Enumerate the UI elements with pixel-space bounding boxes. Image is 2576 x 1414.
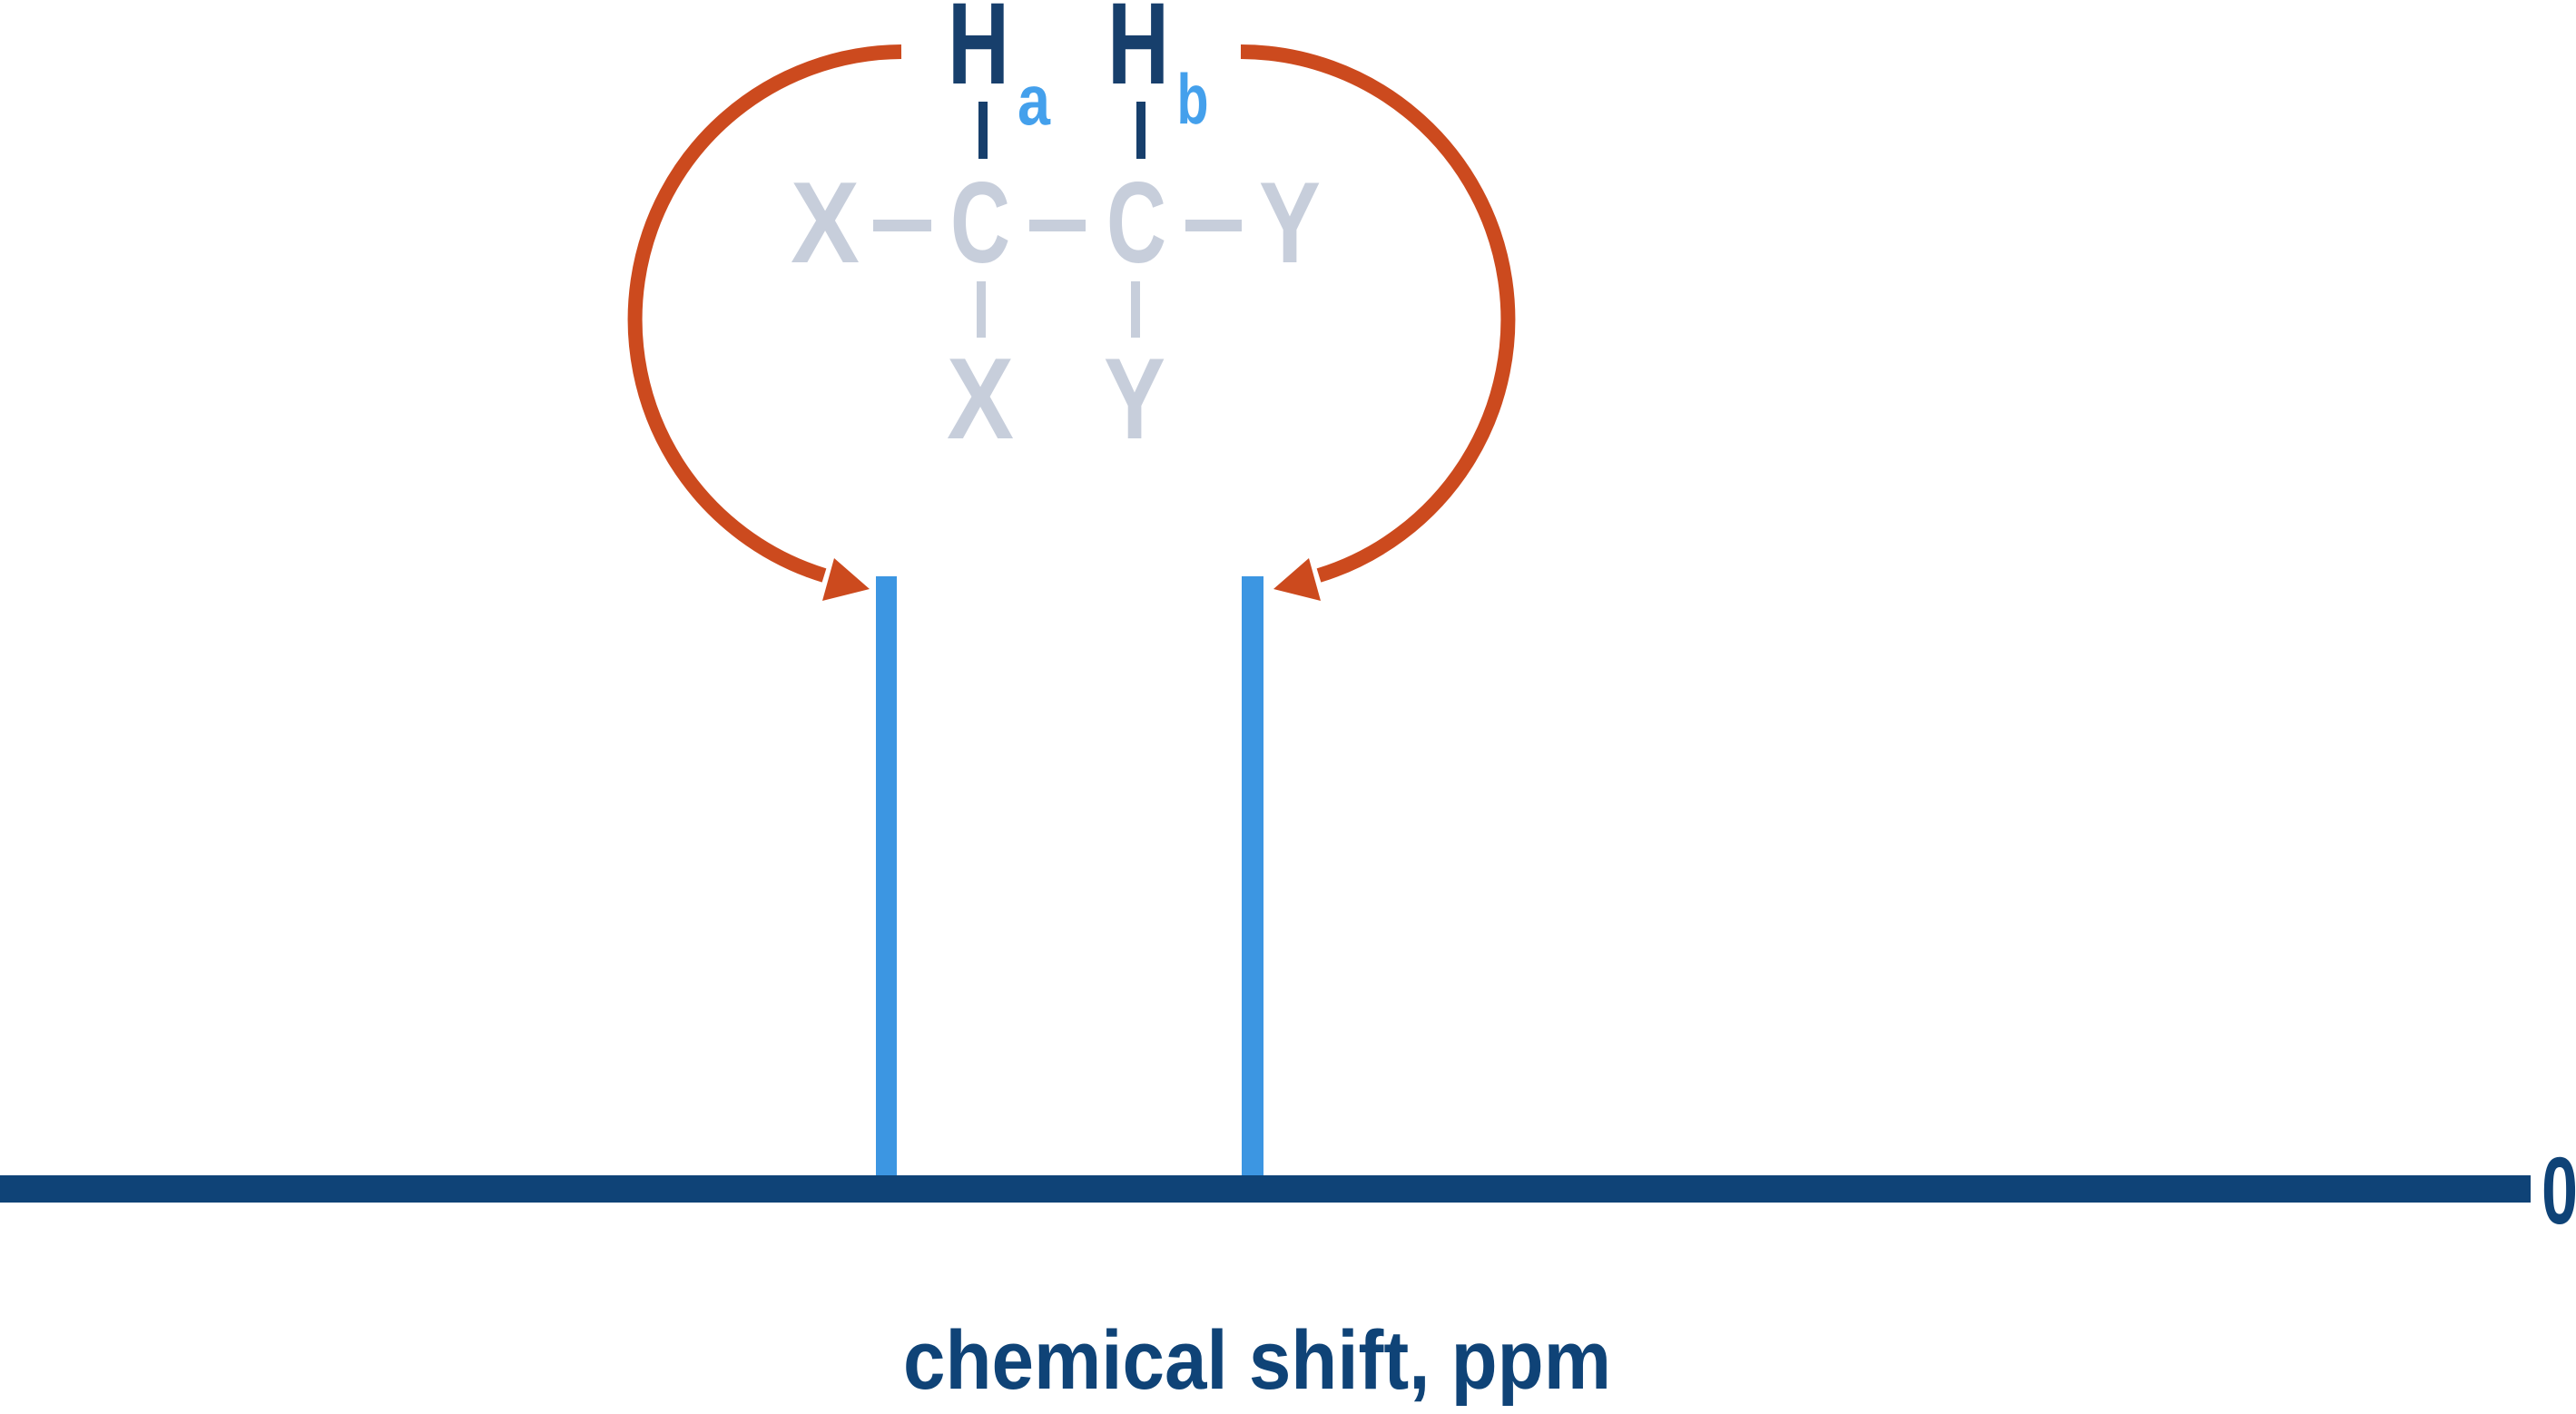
bond-c2-y-bottom: [1131, 281, 1140, 338]
bond-x-c1: [873, 220, 931, 231]
bond-hb-c2: [1136, 102, 1145, 159]
proton-a-subscript: a: [1018, 60, 1051, 140]
spectrum-baseline: [0, 1175, 2531, 1203]
proton-a-symbol: H: [948, 0, 1009, 109]
peak-hb: [1242, 576, 1263, 1175]
backbone-x: X: [791, 158, 860, 287]
proton-b-symbol: H: [1107, 0, 1169, 109]
bond-c1-c2: [1029, 220, 1086, 231]
backbone-c1: C: [950, 158, 1010, 287]
coupling-arrows: [627, 44, 1516, 601]
substituent-y-bottom: Y: [1104, 334, 1165, 463]
bond-ha-c1: [978, 102, 988, 159]
arrow-arc-left: [627, 44, 902, 583]
bond-c1-x-bottom: [977, 281, 986, 338]
backbone-c2: C: [1106, 158, 1166, 287]
origin-tick-label: 0: [2542, 1138, 2576, 1244]
arrow-head-right: [1273, 558, 1321, 601]
peak-ha: [876, 576, 897, 1175]
spectrum: 0 chemical shift, ppm: [0, 576, 2576, 1407]
molecule-structure: H a H b X C C Y X Y: [791, 0, 1321, 463]
x-axis-label: chemical shift, ppm: [903, 1314, 1611, 1407]
backbone-y: Y: [1259, 158, 1321, 287]
arrow-arc-right: [1240, 44, 1516, 583]
arrow-head-left: [822, 558, 870, 601]
proton-b-subscript: b: [1177, 59, 1209, 139]
substituent-x-bottom: X: [947, 334, 1014, 463]
bond-c2-y: [1185, 220, 1242, 231]
